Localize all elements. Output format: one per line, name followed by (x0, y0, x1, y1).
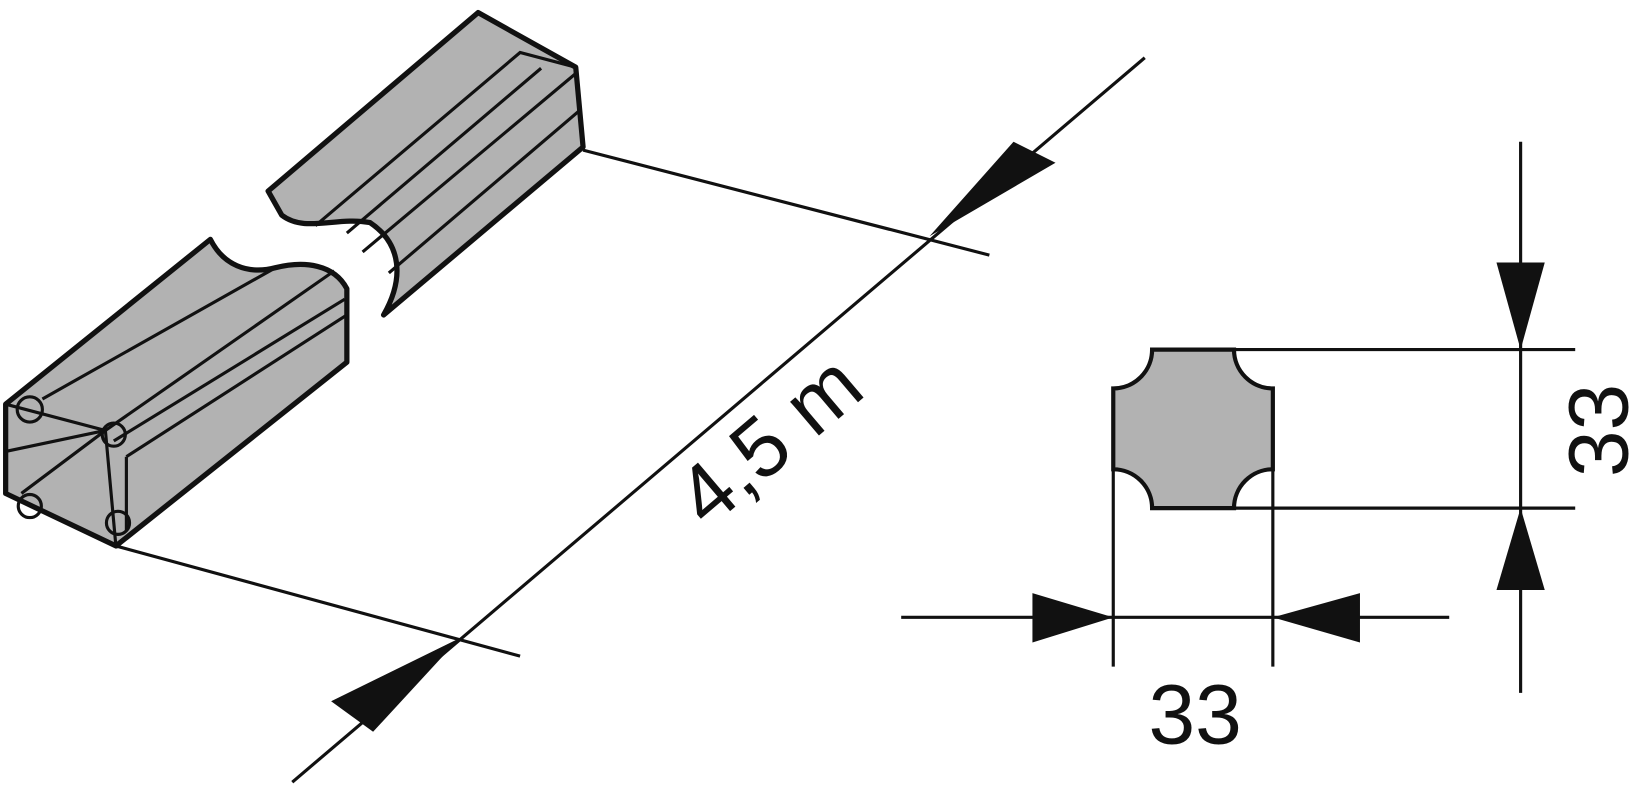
arrowhead (1272, 593, 1360, 643)
profile-groove (15, 395, 44, 424)
width-label: 33 (1148, 667, 1241, 761)
profile-cross-section: 33 33 (901, 141, 1646, 761)
rail-front-face (4, 402, 128, 549)
profile-section (1111, 347, 1275, 511)
profile-groove (104, 509, 132, 536)
profile-groove (100, 421, 127, 448)
rail-isometric (3, 9, 586, 549)
rail-back-segment (265, 9, 586, 318)
arrowhead (331, 638, 460, 732)
length-label: 4,5 m (659, 336, 880, 544)
height-label: 33 (1552, 384, 1646, 477)
rail-front-segment (3, 236, 350, 549)
arrowhead (1496, 508, 1545, 591)
arrowhead (929, 141, 1056, 237)
profile-groove (16, 492, 43, 520)
arrowhead (1032, 593, 1114, 643)
arrowhead (1496, 262, 1545, 350)
